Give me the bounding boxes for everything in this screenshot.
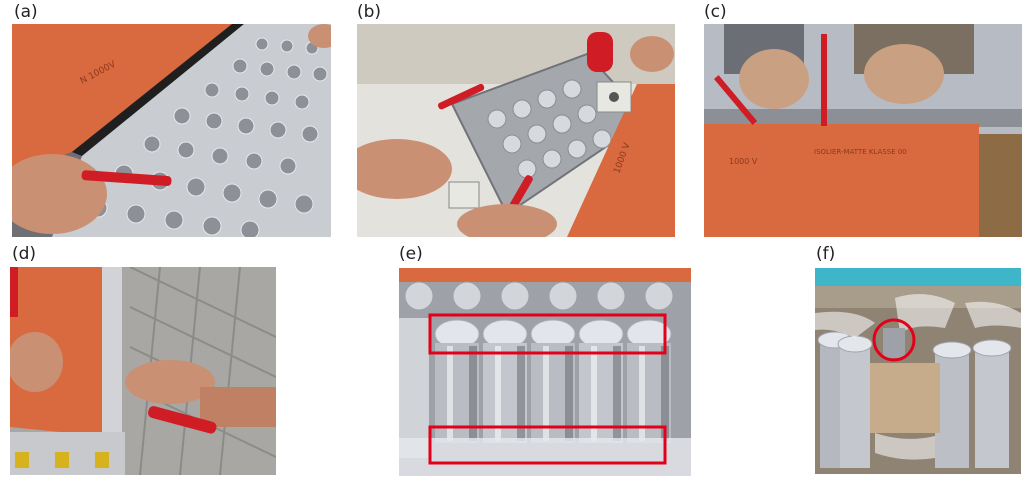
insulating-mat-edge bbox=[399, 268, 691, 282]
photo-panel-b: 1000 V bbox=[357, 24, 675, 237]
highlight-circle-damaged-cell bbox=[872, 318, 916, 362]
insulating-mat bbox=[567, 84, 675, 237]
panel-label-d: (d) bbox=[12, 244, 37, 264]
panel-label-e: (e) bbox=[399, 244, 423, 264]
insulating-mat bbox=[704, 124, 979, 237]
photo-b-disconnect-module: 1000 V bbox=[357, 24, 675, 237]
pliers bbox=[148, 406, 217, 434]
panel-label-b: (b) bbox=[357, 2, 382, 22]
photo-e-cell-row bbox=[399, 268, 691, 476]
photo-a-battery-top-plate: N 1000V bbox=[12, 24, 331, 237]
panel-label-a: (a) bbox=[14, 2, 38, 22]
hand-resting bbox=[10, 332, 63, 392]
photo-panel-c: 1000 V ISOLIER-MATTE KLASSE 00 bbox=[704, 24, 1022, 237]
tool-handle bbox=[587, 32, 613, 72]
cylindrical-cells bbox=[817, 331, 1012, 468]
photo-f-damaged-cell bbox=[815, 268, 1021, 474]
photo-panel-d bbox=[10, 267, 276, 475]
mat-print-c-2: ISOLIER-MATTE KLASSE 00 bbox=[814, 148, 907, 156]
cardboard-spacer bbox=[870, 363, 940, 433]
photo-panel-e bbox=[399, 268, 691, 476]
hand-right bbox=[457, 204, 557, 237]
highlight-box-bottom bbox=[428, 425, 667, 465]
panel-label-f: (f) bbox=[816, 244, 836, 264]
blue-cover bbox=[815, 268, 1021, 286]
mat-print-c-1: 1000 V bbox=[729, 157, 758, 166]
photo-d-separate-cells bbox=[10, 267, 276, 475]
photo-c-remove-cover: 1000 V ISOLIER-MATTE KLASSE 00 bbox=[704, 24, 1022, 237]
insulating-mat bbox=[12, 24, 232, 174]
highlight-box-top bbox=[428, 313, 667, 355]
photo-panel-f bbox=[815, 268, 1021, 474]
screwdriver bbox=[81, 170, 172, 186]
hand-left bbox=[357, 139, 452, 199]
panel-label-c: (c) bbox=[704, 2, 727, 22]
photo-panel-a: N 1000V bbox=[12, 24, 331, 237]
hand-working bbox=[125, 360, 215, 404]
cell-plate bbox=[52, 24, 331, 237]
tool-shaft bbox=[821, 34, 827, 126]
